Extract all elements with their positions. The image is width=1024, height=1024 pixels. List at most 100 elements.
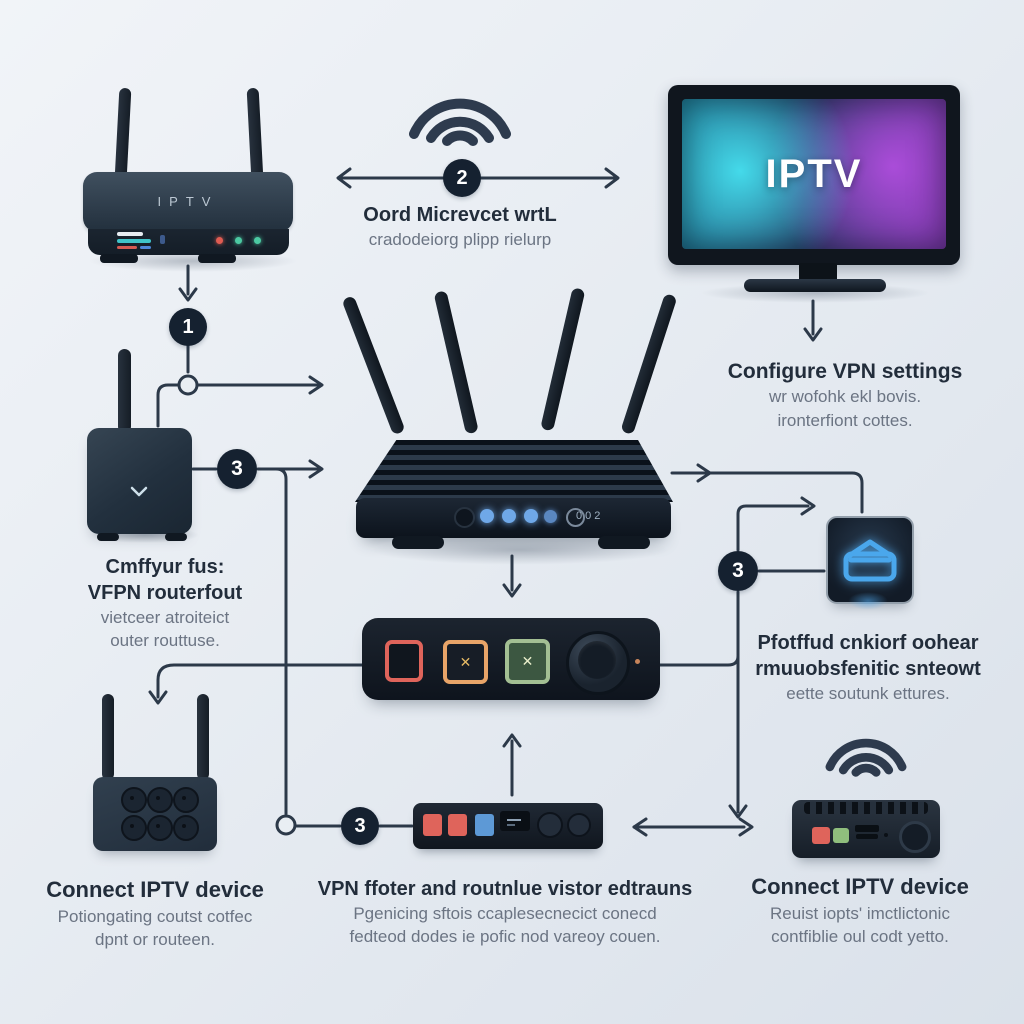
caption-title: VFPN routerfout [87,582,243,604]
antenna [102,694,114,780]
badge-number: 2 [456,166,468,189]
caption-connect-left: Connect IPTV device Potiongating coutst … [20,876,290,952]
router-front-panel: 002 [356,498,671,538]
chevron-logo-icon [130,486,148,497]
round-button [121,815,147,841]
green-x-button: ✕ [505,639,550,684]
tv-screen-label: IPTV [765,151,863,196]
badge-number: 1 [182,315,194,338]
status-led [544,510,557,523]
caption-line: Potiongating coutst cotfec [57,906,253,926]
red-button [423,814,442,836]
badge-number: 3 [732,559,744,582]
caption-title: Connect IPTV device [751,874,969,899]
network-message-tile [826,516,914,604]
indicator-dot [635,659,640,664]
device-label: IPTV [157,194,219,209]
tv-stand-neck [799,263,837,281]
orange-x-button: ✕ [443,640,488,684]
round-button [147,787,173,813]
antenna [118,349,131,433]
display-mark [507,824,515,826]
caption-platform-network: Pfotffud cnkiorf oohear rmuuobsfenitic s… [728,630,1008,705]
caption-line: wr wofohk ekl bovis. [768,387,922,407]
envelope-icon [843,539,897,582]
device-foot [165,533,187,541]
device-foot [392,536,444,549]
port-stripe [140,246,151,249]
caption-vpn-footer: VPN ffoter and routnlue vistor edtrauns … [315,876,695,949]
x-glyph: ✕ [521,653,534,669]
port-stripe [117,239,151,243]
rotary-knob [566,631,630,695]
status-led [235,237,242,244]
usb-slot [855,825,879,832]
caption-line: ironterfiont cottes. [777,410,913,430]
port-stripe [117,246,137,249]
caption-line: eette soutunk ettures. [786,684,950,703]
vpn-adapter-device [413,803,603,849]
caption-line: fedteod dodes ie pofic nod vareoy couen. [349,927,661,947]
step-badge-2: 2 [443,159,481,197]
red-button [448,814,467,836]
router-panel-label: 002 [576,510,604,522]
round-button [173,787,199,813]
caption-line: outer routtuse. [110,631,220,651]
tv-bezel: IPTV [668,85,960,265]
green-button [833,828,849,843]
caption-title: Configure VPN settings [727,360,963,383]
status-led [254,237,261,244]
antenna [197,694,209,780]
usb-slot [856,834,878,839]
indicator-dot [884,833,888,837]
device-foot [100,254,138,263]
port-stripe [117,232,143,236]
control-panel-device: ✕ ✕ [362,618,660,700]
small-knob [537,812,563,838]
knob [899,821,931,853]
caption-title: Oord Micrevcet wrtL [363,204,557,226]
vent-grille [804,802,928,814]
status-led [480,509,494,523]
knob-face [578,641,616,679]
router-top-deck [355,440,673,502]
status-led [502,509,516,523]
device-body [93,777,217,851]
device-foot [198,254,236,263]
device-body [87,428,192,534]
glow [848,592,888,610]
red-button [385,640,423,682]
blue-button [475,814,494,836]
step-badge-3-right: 3 [718,551,758,591]
caption-line: contfiblie oul codt yetto. [771,927,949,947]
status-led [524,509,538,523]
round-button [121,787,147,813]
caption-title: Connect IPTV device [46,877,264,902]
step-badge-3-left: 3 [217,449,257,489]
caption-connect-right: Connect IPTV device Reuist iopts' imctli… [718,873,1002,949]
caption-line: Reuist iopts' imctlictonic [770,903,950,923]
badge-number: 3 [231,457,243,480]
caption-line: vietceer atroiteict [100,608,230,627]
device-foot [97,533,119,541]
round-button [147,815,173,841]
caption-vpn-router: Cmffyur fus: VFPN routerfout vietceer at… [40,554,290,653]
wifi-icon-small [825,738,907,777]
caption-line: Pgenicing sftois ccaplesecnecict conecd [353,904,657,923]
status-led [216,237,223,244]
device-foot [598,536,650,549]
caption-title: Cmffyur fus: [105,556,225,578]
round-button [173,815,199,841]
red-button [812,827,830,844]
caption-title: Pfotffud cnkiorf oohear [757,632,979,654]
wps-button [566,508,585,527]
caption-line: cradodeiorg plipp rielurp [368,230,552,249]
mini-display [500,811,530,831]
wifi-icon [409,98,511,146]
power-button [454,507,475,528]
shadow [88,250,298,272]
caption-configure-vpn: Configure VPN settings wr wofohk ekl bov… [700,358,990,432]
x-glyph: ✕ [459,653,472,670]
